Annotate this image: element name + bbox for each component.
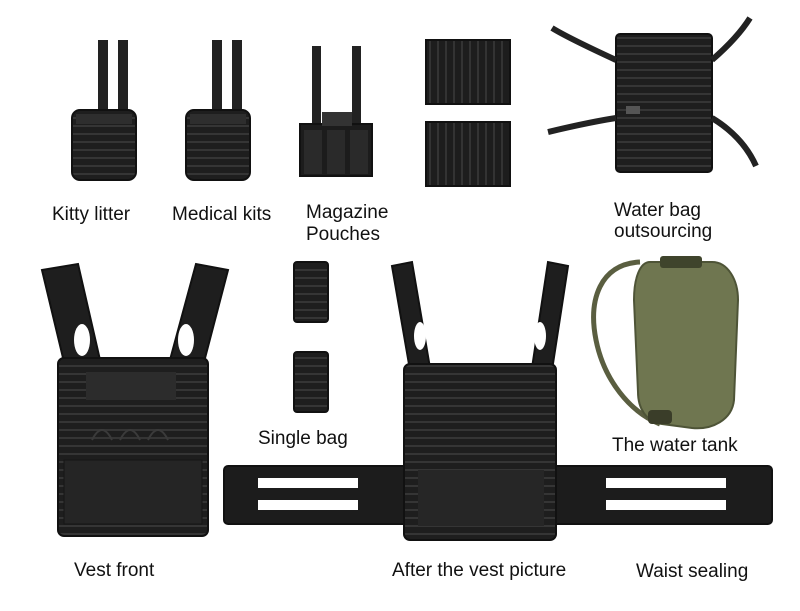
single-bag-bottom bbox=[293, 351, 329, 413]
label-water-bag-line2: outsourcing bbox=[614, 221, 713, 242]
kitty-litter-pouch bbox=[71, 40, 137, 181]
magazine-pouches bbox=[299, 46, 373, 177]
label-water-tank: The water tank bbox=[612, 435, 738, 456]
molle-panel-top bbox=[425, 39, 511, 105]
label-water-bag-line1: Water bag bbox=[614, 200, 701, 221]
vest-front bbox=[40, 262, 230, 537]
label-vest-front: Vest front bbox=[74, 560, 155, 581]
label-waist-sealing: Waist sealing bbox=[636, 561, 749, 582]
label-single-bag: Single bag bbox=[258, 428, 348, 449]
label-medical-kits: Medical kits bbox=[172, 204, 272, 225]
label-magazine-pouches-line2: Pouches bbox=[306, 224, 380, 245]
label-vest-back: After the vest picture bbox=[392, 560, 567, 581]
medical-kits-pouch bbox=[185, 40, 251, 181]
single-bag-top bbox=[293, 261, 329, 323]
water-tank-bladder bbox=[591, 256, 740, 430]
label-kitty-litter: Kitty litter bbox=[52, 204, 131, 225]
label-magazine-pouches-line1: Magazine bbox=[306, 202, 389, 223]
vest-back bbox=[390, 260, 570, 541]
molle-panel-bottom bbox=[425, 121, 511, 187]
water-bag-carrier bbox=[547, 16, 759, 173]
